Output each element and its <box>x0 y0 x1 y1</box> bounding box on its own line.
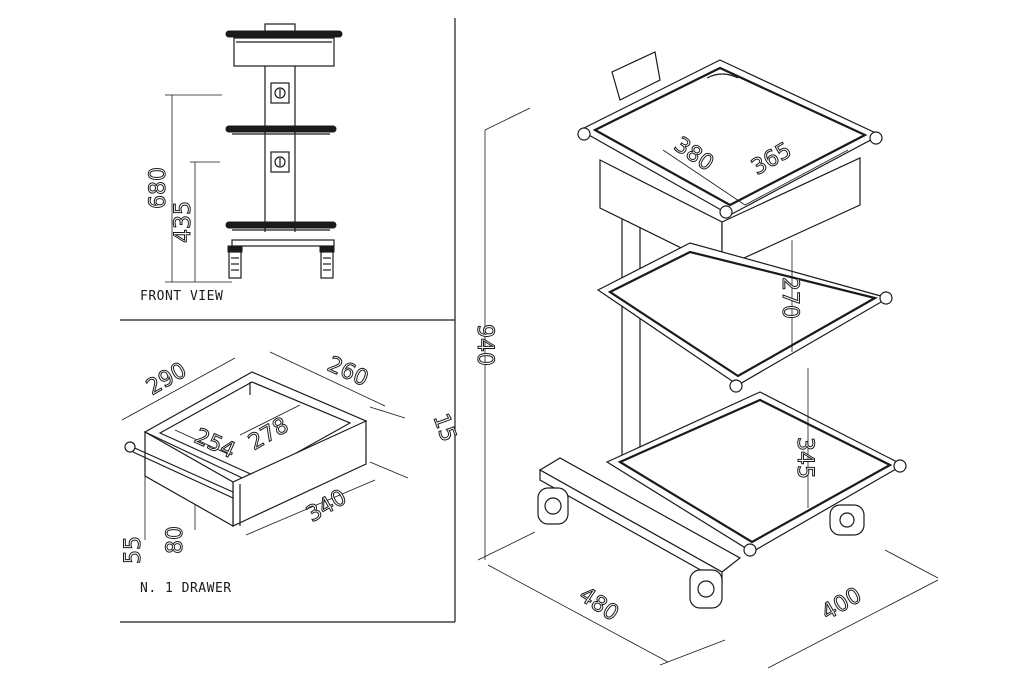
dim-480: 480 <box>574 583 623 627</box>
dim-15: 15 <box>428 410 461 445</box>
dim-340: 340 <box>302 485 351 528</box>
dim-55: 55 <box>121 536 146 564</box>
dim-435: 435 <box>171 201 196 243</box>
dim-260: 260 <box>323 352 372 392</box>
front-view-caption: FRONT VIEW <box>140 289 223 304</box>
dim-270: 270 <box>777 277 802 319</box>
front-view-drawing <box>165 23 343 283</box>
dim-345: 345 <box>792 437 817 479</box>
cart-isometric-drawing <box>477 51 939 669</box>
dim-80: 80 <box>163 526 188 554</box>
dim-940: 940 <box>472 324 497 366</box>
drawer-caption: N. 1 DRAWER <box>140 581 232 596</box>
drawer-drawing <box>121 351 409 540</box>
dim-400: 400 <box>817 583 866 626</box>
dim-680: 680 <box>146 167 171 209</box>
panel-borders <box>120 18 456 623</box>
dim-290: 290 <box>142 358 191 401</box>
